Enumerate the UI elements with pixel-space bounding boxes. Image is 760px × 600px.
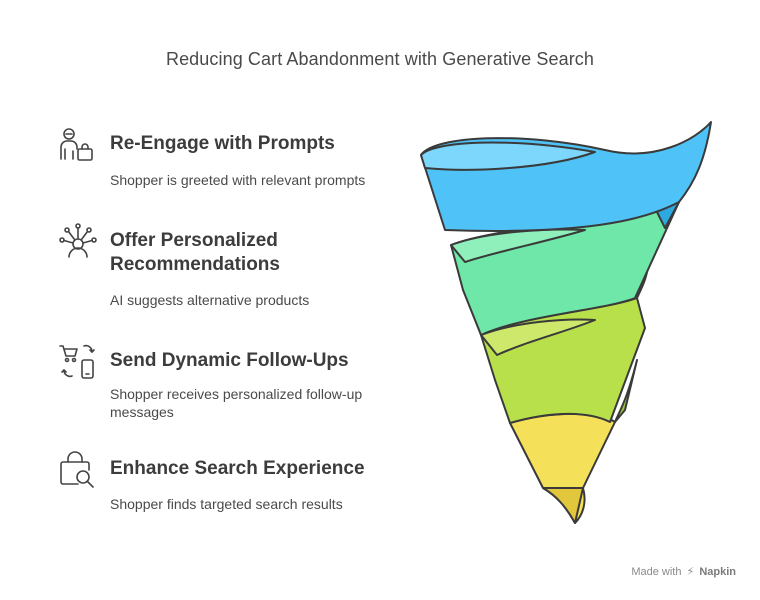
napkin-credit[interactable]: Made with ⚡ Napkin [631, 565, 736, 578]
step-description-line2: messages [110, 404, 174, 420]
credit-made-with: Made with [631, 566, 682, 578]
step-heading: Enhance Search Experience [110, 458, 365, 479]
funnel-band-yellow-back [542, 487, 584, 524]
diagram-title: Reducing Cart Abandonment with Generativ… [165, 49, 595, 69]
bag-search-icon [60, 451, 94, 488]
network-person-icon [59, 223, 97, 258]
funnel-band-lime-back [614, 359, 638, 423]
step-heading: Re-Engage with Prompts [110, 133, 335, 154]
step-description-line1: Shopper receives personalized follow-up [110, 386, 363, 402]
step-heading-line2: Recommendations [110, 254, 280, 275]
step-description: Shopper finds targeted search results [110, 496, 343, 512]
step-heading: Send Dynamic Follow-Ups [110, 350, 349, 371]
step-description: Shopper is greeted with relevant prompts [110, 172, 366, 188]
credit-brand: Napkin [699, 566, 736, 578]
shopper-with-bag-icon [60, 128, 93, 161]
spiral-funnel-graphic [420, 121, 712, 524]
step-description: AI suggests alternative products [110, 292, 310, 308]
funnel-tip-yellow [509, 412, 616, 524]
napkin-logo-icon: ⚡ [686, 566, 695, 578]
cart-phone-sync-icon [59, 344, 95, 379]
step-heading-line1: Offer Personalized [110, 230, 278, 251]
